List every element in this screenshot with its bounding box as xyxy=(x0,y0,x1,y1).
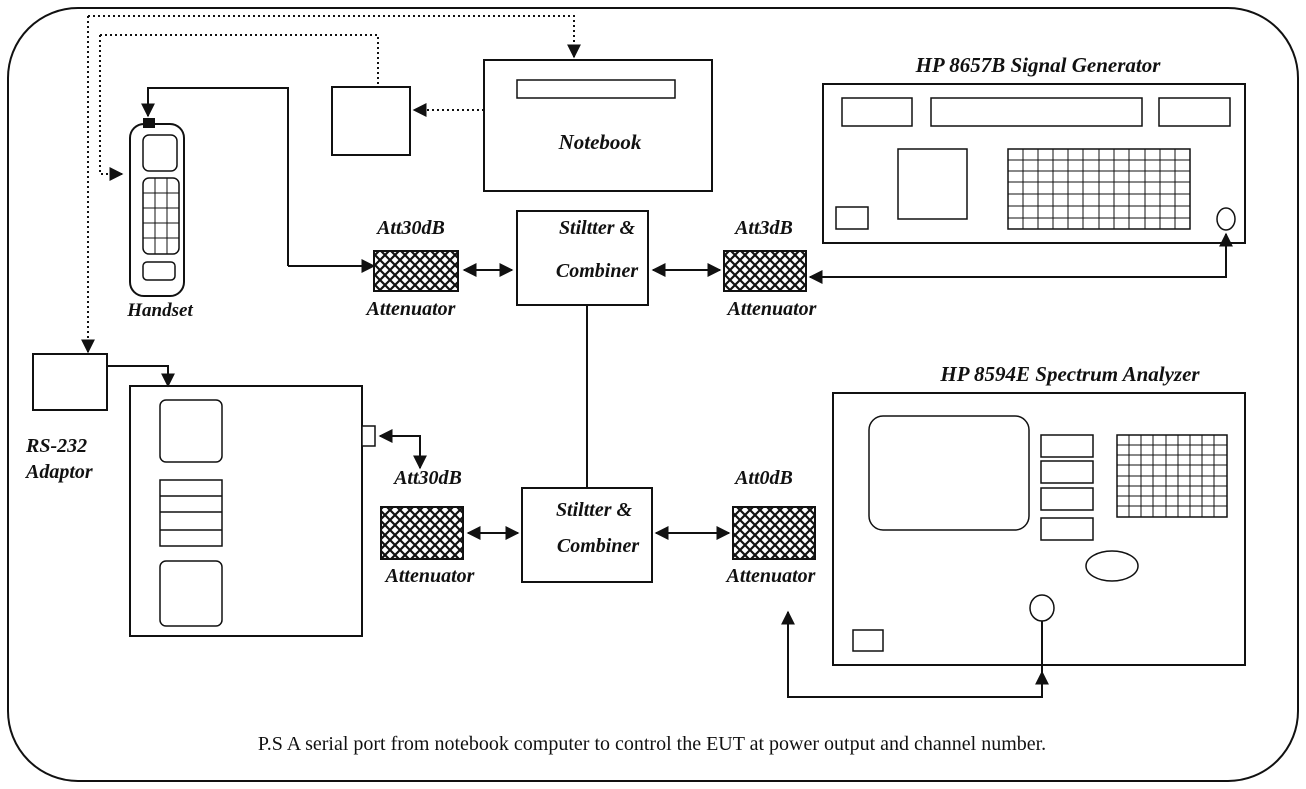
signal-generator-label: HP 8657B Signal Generator xyxy=(915,53,1162,77)
handset xyxy=(129,118,185,297)
notebook-label: Notebook xyxy=(558,130,642,154)
splitter-bottom-line1: Stiltter & xyxy=(556,499,633,521)
base-station-unit xyxy=(129,385,376,637)
footnote: P.S A serial port from notebook computer… xyxy=(258,733,1046,755)
attenuator-top-left xyxy=(373,250,459,292)
splitter-top-line2: Combiner xyxy=(556,260,638,282)
handset-label: Handset xyxy=(126,300,193,321)
rs232-adaptor xyxy=(32,353,108,411)
signal-generator xyxy=(822,83,1246,244)
splitter-bottom-line2: Combiner xyxy=(557,535,639,557)
spectrum-analyzer xyxy=(832,392,1246,666)
att-top-right-label: Att3dB xyxy=(733,217,793,239)
outer-border xyxy=(7,7,1299,782)
splitter-combiner-top xyxy=(516,210,649,306)
notebook xyxy=(483,59,713,192)
attenuator-top-right xyxy=(723,250,807,292)
splitter-top-line1: Stiltter & xyxy=(559,217,636,239)
attenuator-bottom-right xyxy=(732,506,816,560)
splitter-combiner-bottom xyxy=(521,487,653,583)
interface-box xyxy=(331,86,411,156)
att-bottom-right-caption: Attenuator xyxy=(725,565,816,587)
rs232-label-line1: RS-232 xyxy=(25,435,87,457)
att-bottom-left-caption: Attenuator xyxy=(384,565,475,587)
att-bottom-left-label: Att30dB xyxy=(392,467,462,489)
attenuator-bottom-left xyxy=(380,506,464,560)
att-top-right-caption: Attenuator xyxy=(726,298,817,320)
rs232-label-line2: Adaptor xyxy=(24,461,93,483)
att-top-left-caption: Attenuator xyxy=(365,298,456,320)
spectrum-analyzer-label: HP 8594E Spectrum Analyzer xyxy=(939,362,1200,386)
att-top-left-label: Att30dB xyxy=(375,217,445,239)
wiring xyxy=(81,15,1233,698)
att-bottom-right-label: Att0dB xyxy=(733,467,793,489)
